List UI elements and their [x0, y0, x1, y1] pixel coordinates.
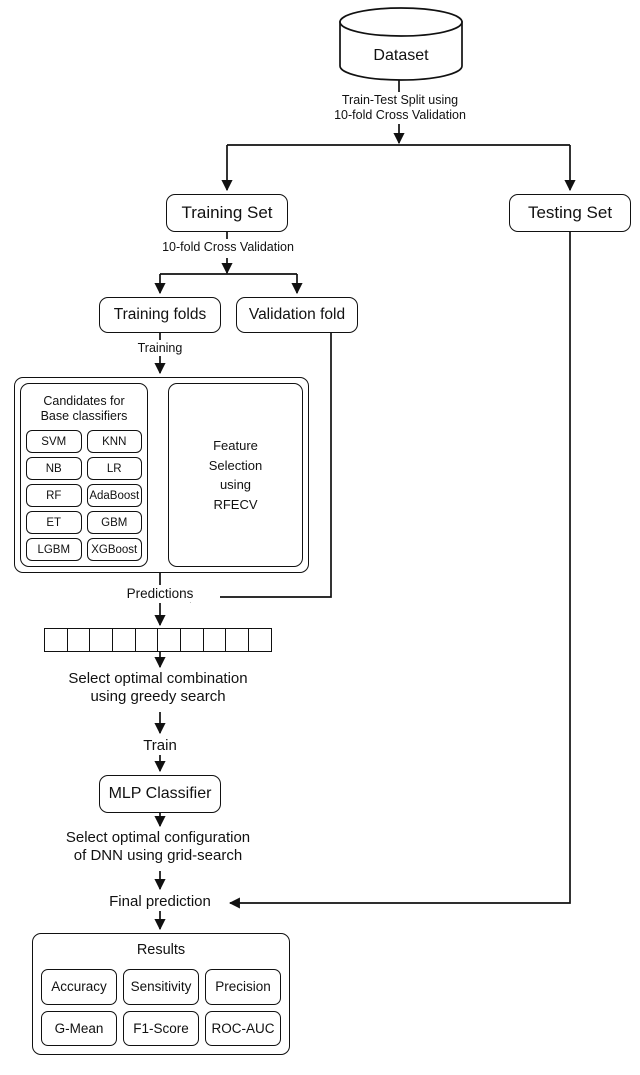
result-metric-chip[interactable]: ROC-AUC: [205, 1010, 281, 1046]
prediction-cell: [157, 628, 182, 652]
classifier-chip[interactable]: KNN: [86, 430, 142, 453]
result-metric-chip[interactable]: Sensitivity: [123, 969, 199, 1005]
prediction-cell: [111, 628, 137, 652]
prediction-cell: [89, 628, 114, 652]
classifier-chip[interactable]: LGBM: [26, 538, 82, 561]
label-train: Train: [110, 737, 210, 756]
prediction-cell: [179, 628, 204, 652]
classifier-chip[interactable]: ET: [26, 511, 82, 534]
label-training: Training: [110, 341, 210, 357]
result-metric-chip[interactable]: Accuracy: [41, 969, 117, 1005]
label-predictions: Predictions: [100, 586, 220, 603]
node-training-folds[interactable]: Training folds: [99, 297, 221, 333]
dataset-cylinder-shape: [339, 7, 463, 81]
prediction-cell: [225, 628, 250, 652]
results-title: Results: [136, 942, 186, 958]
classifier-chip[interactable]: GBM: [86, 511, 142, 534]
label-final-prediction: Final prediction: [96, 893, 224, 912]
classifier-chip[interactable]: SVM: [26, 430, 82, 453]
label-train-test-split: Train-Test Split using 10-fold Cross Val…: [310, 93, 490, 124]
prediction-cell: [134, 628, 159, 652]
classifier-chip[interactable]: RF: [26, 484, 82, 507]
result-metric-chip[interactable]: Precision: [205, 969, 281, 1005]
classifier-chip[interactable]: XGBoost: [86, 538, 142, 561]
prediction-cell: [247, 628, 272, 652]
predictions-cell-strip: [44, 628, 272, 652]
classifier-chip[interactable]: NB: [26, 457, 82, 480]
label-greedy-search: Select optimal combination using greedy …: [46, 670, 270, 707]
classifier-chip[interactable]: LR: [86, 457, 142, 480]
classifier-chip[interactable]: AdaBoost: [86, 484, 142, 507]
candidates-title: Candidates for Base classifiers: [40, 394, 128, 423]
prediction-cell: [66, 628, 91, 652]
prediction-cell: [44, 628, 69, 652]
result-metric-chip[interactable]: G-Mean: [41, 1010, 117, 1046]
dataset-label: Dataset: [373, 47, 429, 64]
node-mlp-classifier[interactable]: MLP Classifier: [99, 775, 221, 813]
node-training-set[interactable]: Training Set: [166, 194, 288, 232]
feature-selection-label: Feature Selection using RFECV: [208, 438, 263, 512]
label-cross-validation: 10-fold Cross Validation: [138, 240, 318, 256]
node-validation-fold[interactable]: Validation fold: [236, 297, 358, 333]
prediction-cell: [202, 628, 227, 652]
label-grid-search: Select optimal configuration of DNN usin…: [42, 829, 274, 866]
result-metric-chip[interactable]: F1-Score: [123, 1010, 199, 1046]
node-testing-set[interactable]: Testing Set: [509, 194, 631, 232]
node-feature-selection: Feature Selection using RFECV: [168, 383, 303, 567]
